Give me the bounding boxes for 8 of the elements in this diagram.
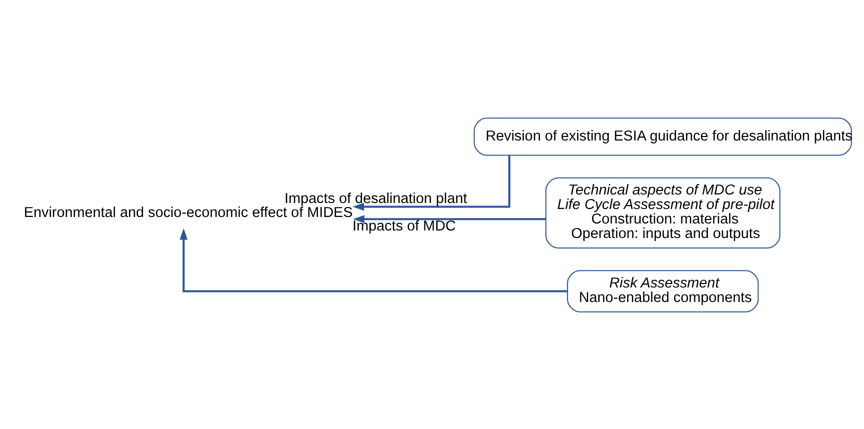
arrow xyxy=(180,228,568,292)
node-box: Technical aspects of MDC use Life Cycle Assessment of pre-pilot Construction: materials Operation: inputs and outputs xyxy=(545,176,780,248)
arrow xyxy=(353,214,546,223)
edge-label: Impacts of desalination plant xyxy=(284,190,468,206)
arrow xyxy=(352,154,510,210)
node-box: Risk Assessment Nano-enabled components xyxy=(567,270,759,312)
edge-label: Impacts of MDC xyxy=(352,218,456,234)
node-text: Environmental and socio-economic effect of MIDES xyxy=(24,204,353,220)
